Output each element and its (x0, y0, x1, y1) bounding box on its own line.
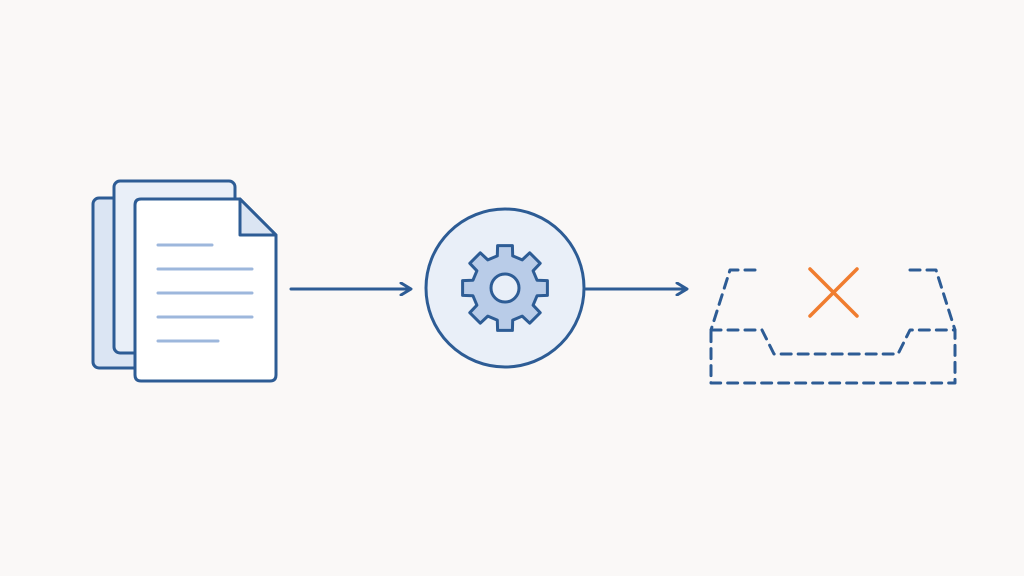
x-mark-icon (808, 267, 859, 318)
text-lines (156, 243, 254, 343)
gear-icon (461, 244, 549, 332)
gear-hole (489, 272, 521, 304)
tray-body (709, 328, 957, 385)
documents-stack-icon (91, 179, 278, 383)
empty-tray-icon (709, 268, 957, 385)
page-fold (238, 197, 278, 237)
tray-rim-right (908, 268, 957, 332)
process-node (424, 207, 586, 369)
x-stroke (808, 267, 859, 318)
tray-rim-left (709, 268, 757, 332)
